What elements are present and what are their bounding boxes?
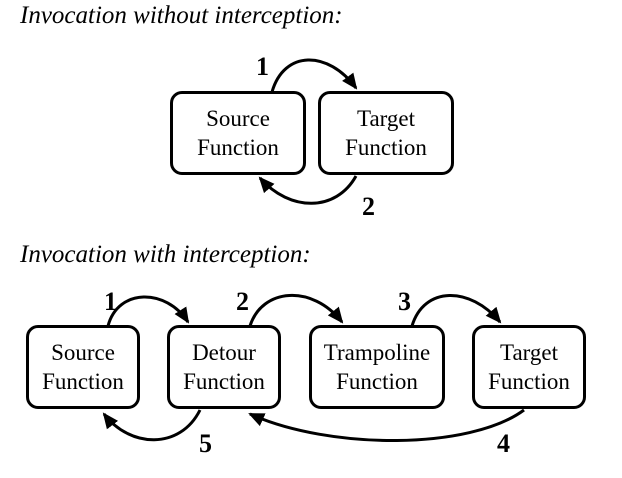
- bottom-target-label-line1: Target: [500, 340, 558, 365]
- bottom-trampoline-function-box: Trampoline Function: [309, 325, 445, 409]
- bottom-step-1-label: 1: [104, 287, 117, 316]
- bottom-detour-label-line1: Detour: [192, 340, 256, 365]
- bottom-trampoline-label-line2: Function: [336, 369, 418, 394]
- bottom-arrow-1: [106, 295, 190, 327]
- bottom-step-2-label: 2: [236, 287, 249, 316]
- top-source-label-line1: Source: [206, 106, 270, 131]
- top-target-function-box: Target Function: [318, 91, 454, 175]
- bottom-step-4-label: 4: [497, 429, 510, 458]
- bottom-target-label-line2: Function: [488, 369, 570, 394]
- top-step-1-label: 1: [256, 52, 269, 81]
- bottom-arrow-3: [410, 294, 502, 327]
- heading-without-interception: Invocation without interception:: [20, 2, 343, 29]
- top-source-function-box: Source Function: [170, 91, 306, 175]
- bottom-source-label-line1: Source: [51, 340, 115, 365]
- bottom-detour-function-box: Detour Function: [167, 325, 281, 409]
- top-source-label-line2: Function: [197, 135, 279, 160]
- bottom-arrow-2: [248, 294, 344, 327]
- top-target-label-line1: Target: [357, 106, 415, 131]
- top-step-2-label: 2: [362, 192, 375, 221]
- bottom-arrow-5: [102, 409, 202, 442]
- bottom-source-function-box: Source Function: [26, 325, 140, 409]
- bottom-detour-label-line2: Function: [183, 369, 265, 394]
- top-arrow-1: [270, 58, 358, 93]
- bottom-step-3-label: 3: [398, 287, 411, 316]
- bottom-target-function-box: Target Function: [472, 325, 586, 409]
- bottom-source-label-line2: Function: [42, 369, 124, 394]
- heading-with-interception: Invocation with interception:: [20, 241, 311, 268]
- top-target-label-line2: Function: [345, 135, 427, 160]
- bottom-step-5-label: 5: [199, 429, 212, 458]
- bottom-trampoline-label-line1: Trampoline: [323, 340, 431, 365]
- bottom-arrow-4: [248, 408, 525, 442]
- top-arrow-2: [258, 175, 358, 205]
